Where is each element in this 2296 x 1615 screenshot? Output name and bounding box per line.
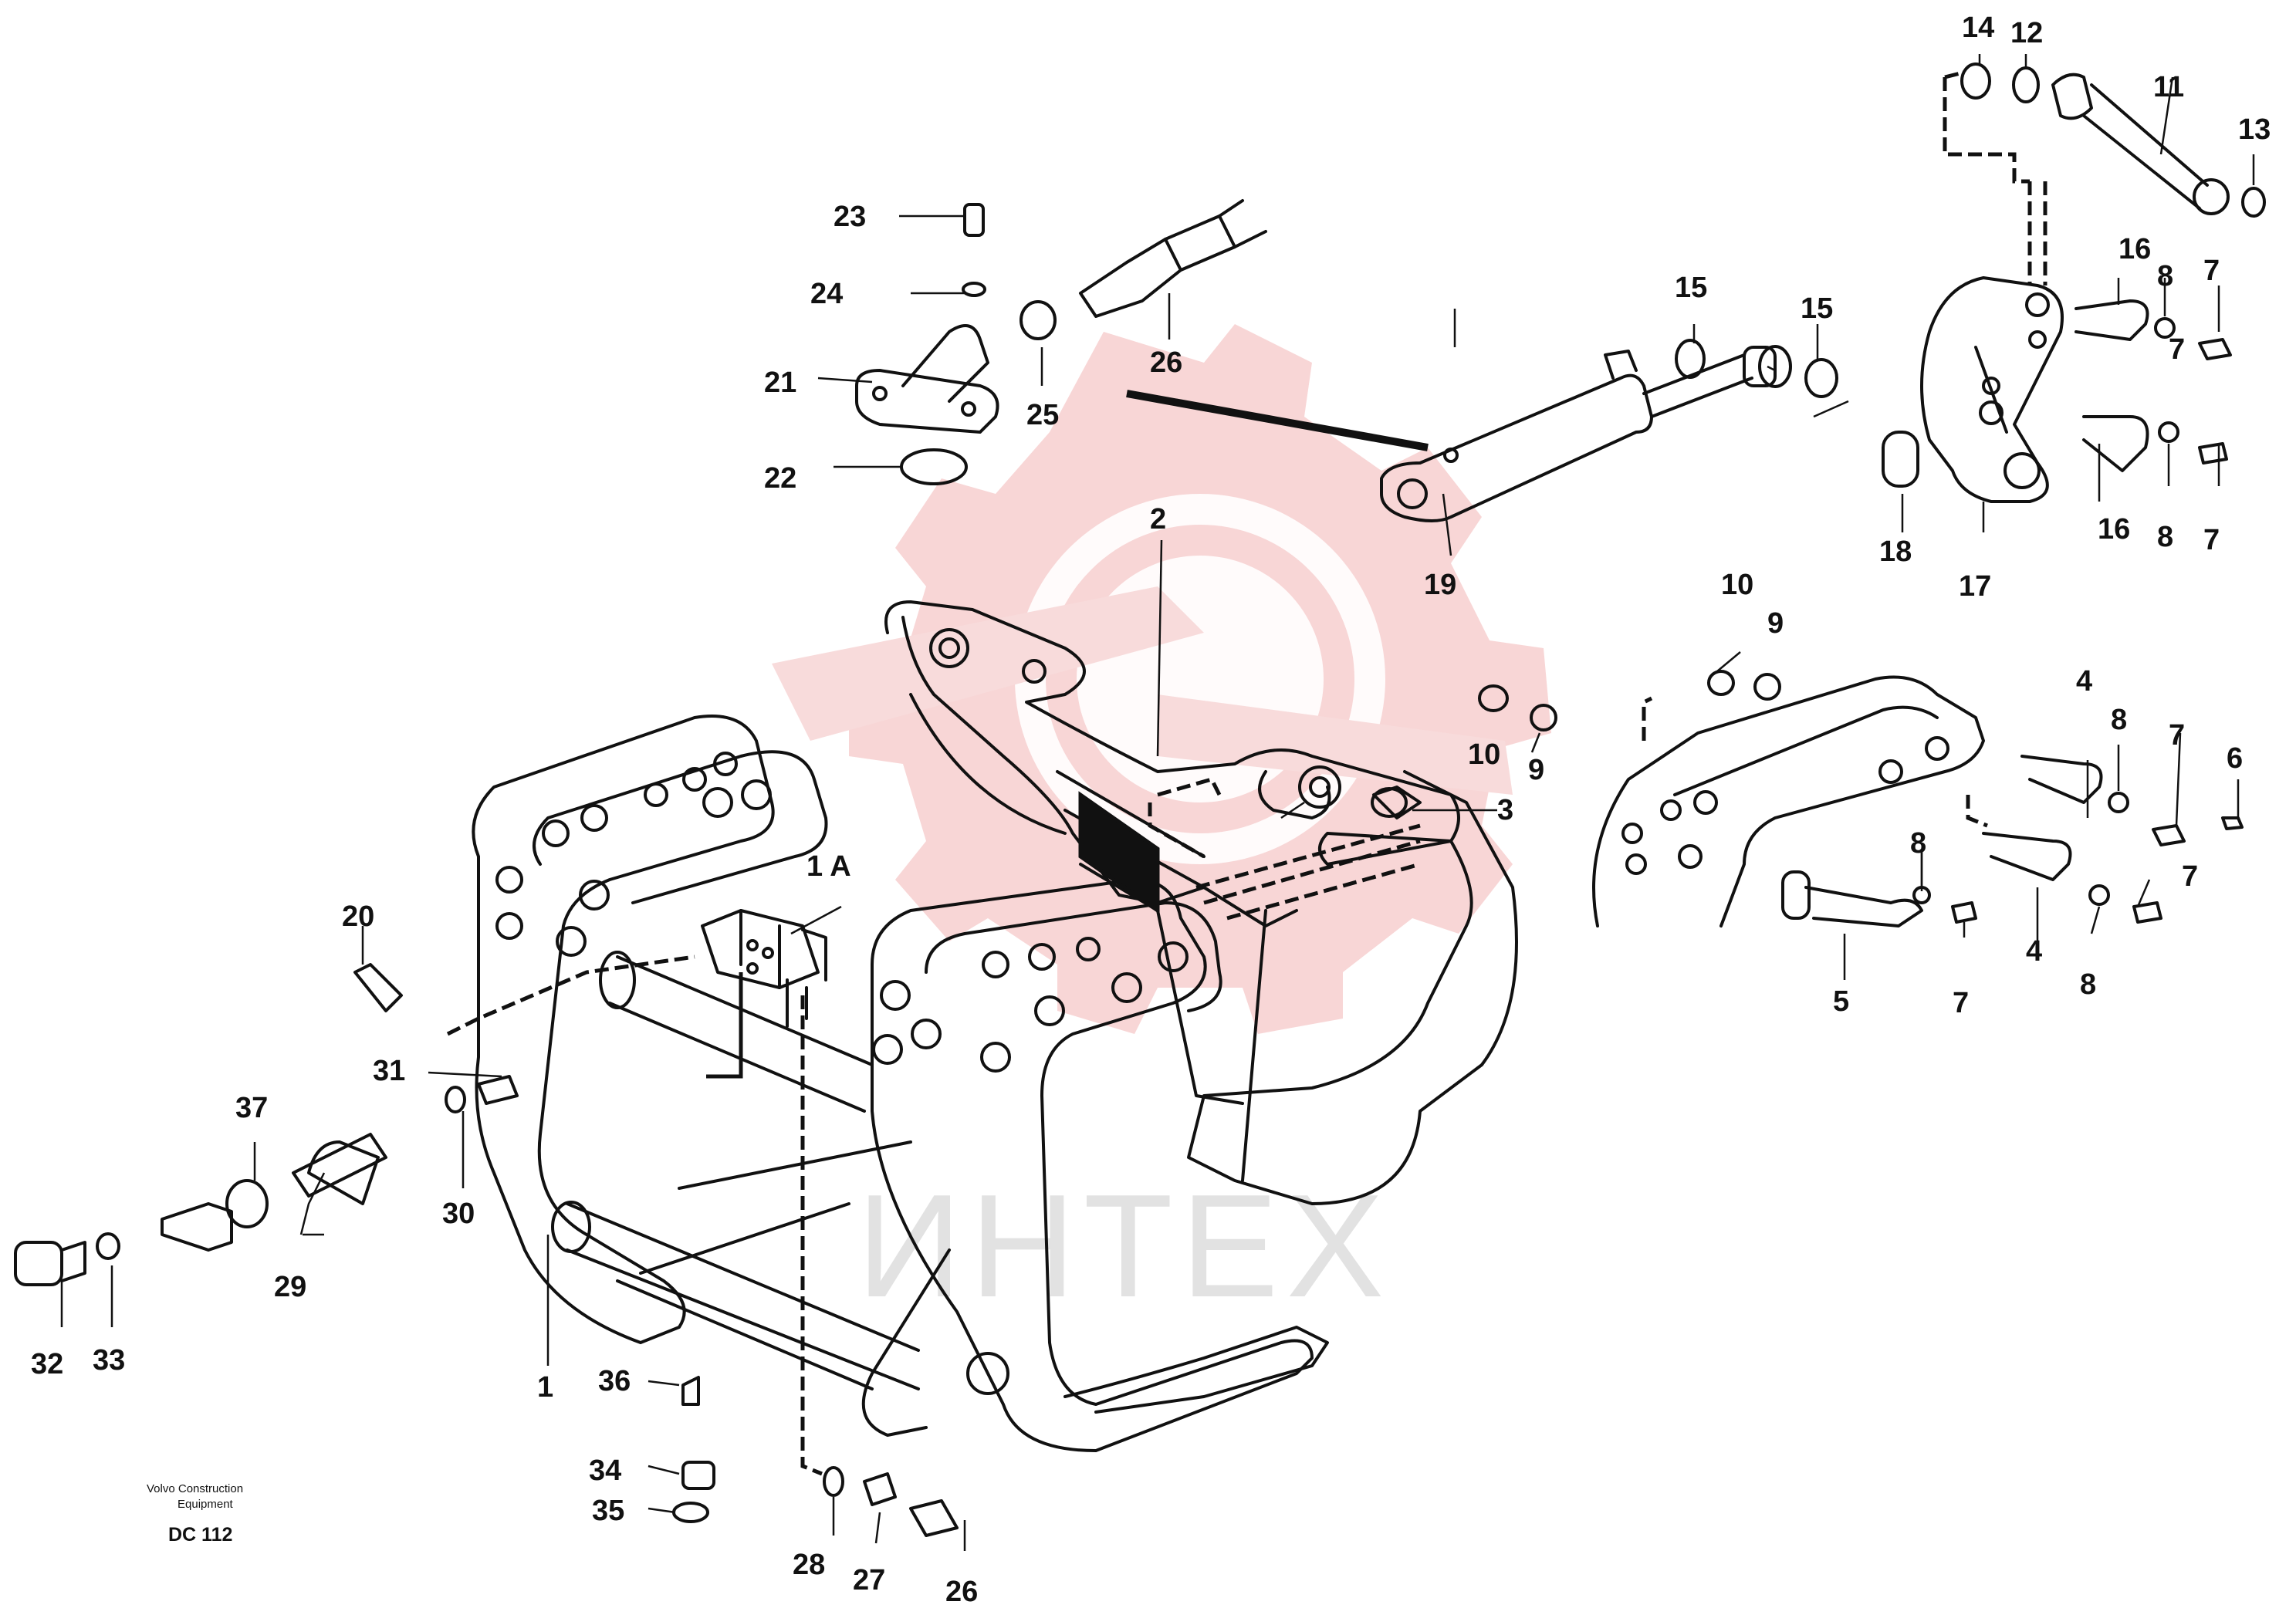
main-frame-front-plate [861, 878, 1314, 1452]
callout-11: 11 [2153, 71, 2184, 103]
callout-8-d: 8 [1910, 827, 1926, 860]
callout-24: 24 [810, 278, 843, 310]
callout-2: 2 [1150, 503, 1166, 536]
callout-25: 25 [1026, 399, 1059, 431]
callout-16-b: 16 [2098, 513, 2130, 546]
callout-5: 5 [1833, 985, 1849, 1018]
callout-20: 20 [342, 900, 374, 933]
callout-4-lower: 4 [2026, 935, 2042, 968]
callout-29: 29 [274, 1271, 306, 1303]
callout-19: 19 [1424, 569, 1456, 601]
callout-26-top: 26 [1150, 346, 1182, 379]
callout-13: 13 [2238, 113, 2271, 146]
callout-7-f: 7 [2203, 255, 2220, 287]
frame-cross-tubes [551, 951, 920, 1390]
callout-7-a: 7 [2169, 333, 2185, 366]
callout-18: 18 [1879, 536, 1912, 568]
callout-10-a: 10 [1721, 569, 1753, 601]
callout-labels: 1 1 A 2 3 4 4 5 6 7 7 7 7 7 7 8 8 8 8 8 … [31, 12, 2271, 1608]
callout-26-bottom: 26 [945, 1576, 978, 1608]
dashed-connectors [446, 71, 2047, 1476]
main-frame-left-plate [472, 715, 828, 1344]
callout-8-a: 8 [2157, 260, 2173, 292]
callout-33: 33 [93, 1344, 125, 1377]
callout-23: 23 [834, 201, 866, 233]
callout-12: 12 [2010, 17, 2043, 49]
callout-8-c: 8 [2111, 704, 2127, 736]
callout-35: 35 [592, 1495, 624, 1527]
watermark-text: ИНТЕХ [857, 1164, 1391, 1328]
hydraulic-cylinder-19 [1380, 339, 1838, 522]
callout-8-b: 8 [2157, 521, 2173, 553]
callout-30: 30 [442, 1198, 475, 1230]
callout-1: 1 [537, 1371, 553, 1404]
elbow-fitting-21 [855, 199, 1267, 485]
callout-32: 32 [31, 1348, 63, 1380]
callout-10-b: 10 [1468, 738, 1500, 771]
callout-14: 14 [1962, 12, 1994, 44]
callout-17: 17 [1959, 570, 1991, 603]
callout-9-a: 9 [1767, 607, 1784, 640]
callout-22: 22 [764, 462, 796, 495]
callout-7-c: 7 [2169, 719, 2185, 752]
drawing-code: DC 112 [168, 1524, 232, 1546]
hose-fittings-left [14, 963, 959, 1537]
callout-37: 37 [235, 1092, 268, 1124]
callout-4-upper: 4 [2076, 665, 2092, 698]
callout-31: 31 [373, 1055, 405, 1087]
callout-9-b: 9 [1528, 754, 1544, 786]
callout-16-a: 16 [2118, 233, 2151, 265]
callout-27: 27 [853, 1564, 885, 1596]
callout-7-d: 7 [2182, 860, 2198, 893]
callout-36: 36 [598, 1365, 631, 1397]
company-name-line2: Equipment [178, 1498, 234, 1511]
leader-lines [706, 390, 1429, 1079]
callout-8-e: 8 [2080, 968, 2096, 1001]
watermark-logo [772, 324, 1551, 1034]
link-11 [1960, 63, 2266, 218]
callout-7-e: 7 [1953, 987, 1969, 1019]
callout-leaders [60, 54, 2255, 1551]
pin-3 [1371, 786, 1422, 819]
grab-tine [1063, 1326, 1329, 1414]
side-plate-right [1478, 670, 2244, 927]
callout-3: 3 [1497, 794, 1513, 826]
link-assembly-17 [1882, 276, 2232, 503]
title-block: Volvo Construction Equipment DC 112 [147, 1482, 243, 1546]
callout-34: 34 [589, 1455, 621, 1487]
callout-1a: 1 A [806, 850, 851, 883]
bracket-1a [701, 909, 827, 1028]
callout-15-b: 15 [1801, 292, 1833, 325]
company-name-line1: Volvo Construction [147, 1482, 243, 1495]
callout-21: 21 [764, 367, 796, 399]
callout-7-b: 7 [2203, 524, 2220, 556]
callout-15-a: 15 [1675, 272, 1707, 304]
callout-28: 28 [793, 1549, 825, 1581]
arm-part-2 [884, 600, 1518, 1205]
callout-6: 6 [2227, 742, 2243, 775]
